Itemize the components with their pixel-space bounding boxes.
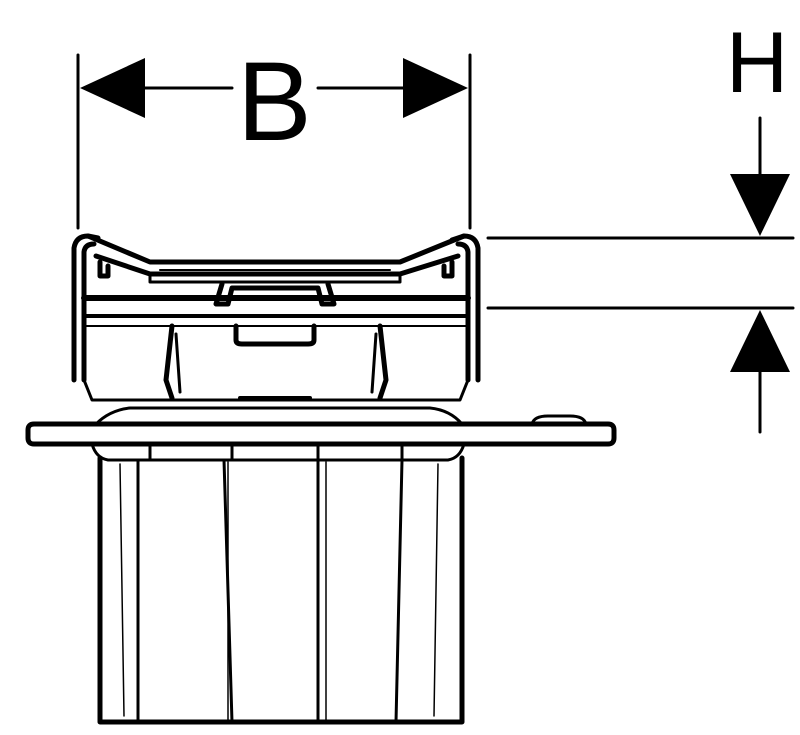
dimension-label-h: H — [726, 15, 789, 111]
dimension-label-b: B — [237, 39, 312, 164]
drain-body — [97, 455, 465, 725]
arrowhead-left — [80, 58, 145, 118]
dimension-b — [76, 53, 472, 230]
grate-cover — [71, 233, 481, 402]
dimension-h — [486, 116, 795, 434]
flange — [25, 406, 617, 462]
arrowhead-right — [403, 58, 468, 118]
arrowhead-up — [730, 310, 790, 372]
arrowhead-down — [730, 174, 790, 236]
